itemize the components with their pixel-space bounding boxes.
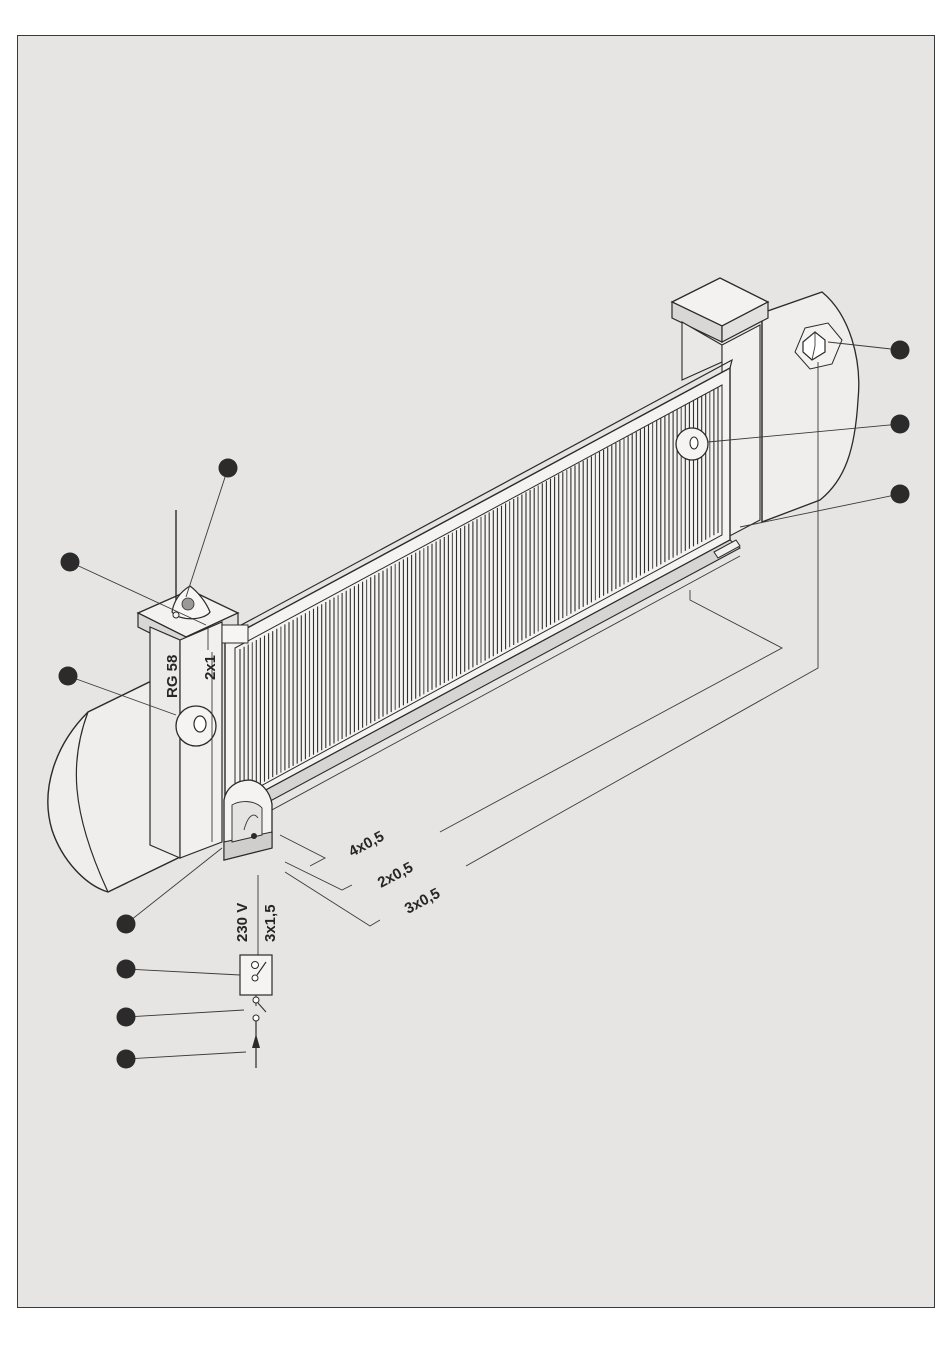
gate-stop-block (222, 625, 248, 643)
callout-dot-lamp (219, 459, 238, 478)
callout-dot-motor (117, 915, 136, 934)
callout-dot-disconnect (117, 1008, 136, 1027)
photocell-right (676, 428, 708, 460)
photocell-left (176, 706, 216, 746)
label-3x15: 3x1,5 (262, 904, 279, 942)
callout-dot-rack (891, 485, 910, 504)
label-230v: 230 V (234, 903, 251, 942)
callout-dot-photocell-left (59, 667, 78, 686)
switch-icon (258, 1003, 266, 1012)
callout-dot-photocell-right (891, 415, 910, 434)
sliding-gate (222, 360, 740, 830)
label-3x05: 3x0,5 (402, 885, 443, 918)
electrical-panel (240, 955, 272, 1068)
callout-dot-key-selector (891, 341, 910, 360)
label-rg58: RG 58 (164, 655, 181, 698)
label-4x05: 4x0,5 (346, 828, 387, 861)
callout-dot-main-switch (117, 960, 136, 979)
label-2x1: 2x1 (202, 655, 219, 680)
gear-motor (224, 780, 272, 860)
callout-dot-antenna (61, 553, 80, 572)
callout-dot-power (117, 1050, 136, 1069)
flashing-lamp (172, 510, 210, 619)
label-2x05: 2x0,5 (375, 859, 416, 892)
